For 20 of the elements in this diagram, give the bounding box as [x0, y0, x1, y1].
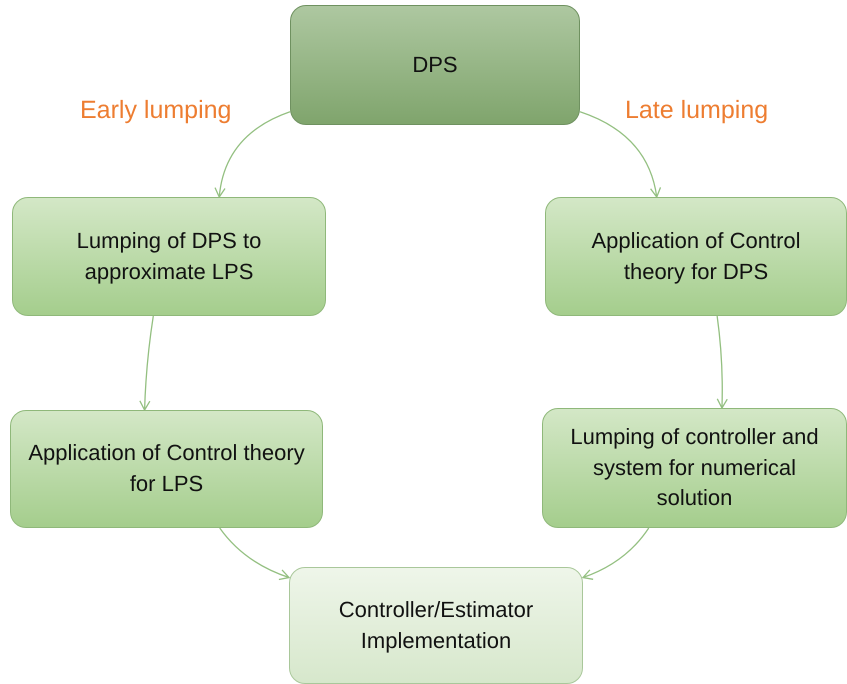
box-text: Application of Control theory for LPS [27, 439, 306, 498]
arrow [716, 316, 728, 409]
edge-label: Early lumping [80, 96, 232, 125]
box-text: Lumping of DPS to approximate LPS [76, 226, 262, 286]
process-box [542, 408, 847, 528]
box-text: DPS [412, 50, 458, 79]
process-box [10, 410, 323, 528]
arrow [214, 111, 290, 198]
process-box [545, 197, 847, 316]
arrow [582, 528, 650, 580]
box-text: Lumping of controller and system for numerical solution [569, 422, 820, 512]
process-box [289, 567, 583, 684]
process-box [290, 5, 580, 125]
arrow [580, 111, 661, 198]
arrow [139, 316, 154, 411]
arrow [219, 528, 290, 580]
edge-label: Late lumping [625, 96, 768, 125]
box-text: Controller/Estimator Implementation [338, 596, 534, 655]
box-text: Application of Control theory for DPS [590, 226, 802, 286]
process-box [12, 197, 326, 316]
